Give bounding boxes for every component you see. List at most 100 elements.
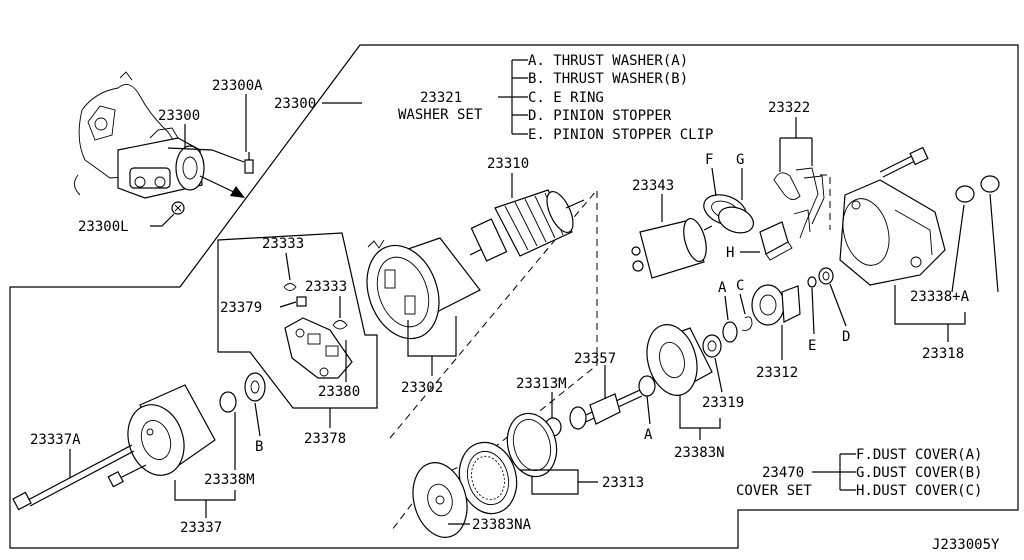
direction-arrow [199, 175, 239, 195]
label-23300: 23300 [158, 108, 200, 124]
label-23383N: 23383N [674, 445, 725, 461]
washer-23319 [702, 334, 722, 358]
through-bolt-23337A [12, 444, 135, 511]
label-23380: 23380 [318, 384, 360, 400]
solenoid-23343 [631, 217, 713, 279]
shift-lever-23322 [773, 167, 831, 239]
washer-item-b: B. THRUST WASHER(B) [528, 71, 688, 87]
letter-F: F [705, 152, 713, 168]
label-23313M: 23313M [516, 376, 567, 392]
label-23318: 23318 [922, 346, 964, 362]
washer-item-c: C. E RING [528, 90, 604, 106]
label-cover-set: COVER SET [736, 483, 812, 499]
washer-set-bracket [498, 59, 528, 135]
label-23338A: 23338+A [910, 289, 970, 305]
leader-washer-B [254, 402, 261, 437]
label-23300L: 23300L [78, 219, 129, 235]
yoke-23302 [366, 237, 481, 340]
leader-E [811, 287, 815, 335]
mount-bolt-23300A [244, 152, 254, 174]
label-23312: 23312 [756, 365, 798, 381]
washer-B [244, 372, 266, 402]
leader-23322 [779, 117, 813, 172]
pinion-shaft-23357 [569, 375, 656, 430]
letter-H: H [726, 245, 734, 261]
label-23343: 23343 [632, 178, 674, 194]
mount-bolt-23300L [171, 201, 185, 215]
label-23321: 23321 [420, 90, 462, 106]
label-23470: 23470 [762, 465, 804, 481]
assembly-frame [9, 44, 1019, 549]
letter-E: E [808, 338, 816, 354]
leader-23313 [520, 469, 598, 495]
letter-D: D [842, 329, 850, 345]
bushing-23338A [955, 185, 975, 203]
leader-D [829, 283, 847, 327]
bolt-front [879, 146, 929, 178]
thrust-washer-A-2 [638, 375, 656, 397]
direction-arrowhead [230, 186, 245, 198]
rear-cover-23337 [127, 384, 216, 476]
washer-item-e: E. PINION STOPPER CLIP [528, 127, 713, 143]
label-23310: 23310 [487, 156, 529, 172]
washer-item-d: D. PINION STOPPER [528, 108, 672, 124]
label-23300-box: 23300 [274, 96, 316, 112]
leader-23333-a [285, 252, 291, 281]
starter-assembly-illustration [117, 127, 205, 199]
thrust-washer-A-1 [722, 321, 738, 343]
label-washer-set: WASHER SET [398, 107, 483, 123]
label-23313: 23313 [602, 475, 644, 491]
cover-item-g: G.DUST COVER(B) [856, 465, 982, 481]
armature-23310 [469, 189, 585, 262]
label-23322: 23322 [768, 100, 810, 116]
leader-23300 [167, 124, 245, 163]
gear-case-23383NA [412, 462, 468, 538]
label-23302: 23302 [401, 380, 443, 396]
label-23333-b: 23333 [305, 279, 347, 295]
leader-23318 [894, 285, 966, 342]
brush-holder-plate [284, 317, 353, 379]
letter-C: C [736, 278, 744, 294]
label-23378: 23378 [304, 431, 346, 447]
leader-23379 [279, 301, 297, 308]
e-ring-C [741, 316, 753, 331]
screw-23337 [107, 464, 147, 488]
letter-B: B [255, 439, 263, 455]
pinion-23312 [751, 284, 801, 326]
dust-cover-G [717, 206, 755, 234]
letter-A2: A [644, 427, 653, 443]
brush-spring-23333-b [332, 320, 348, 330]
leader-23300L [150, 213, 175, 227]
cover-item-f: F.DUST COVER(A) [856, 447, 982, 463]
label-23337A: 23337A [30, 432, 81, 448]
cover-set-bracket [812, 453, 856, 491]
leader-23319 [714, 357, 723, 393]
brush-holder-outline [217, 232, 378, 409]
letter-G: G [736, 152, 744, 168]
diagram-code: J233005Y [932, 537, 1000, 553]
label-23338M: 23338M [204, 472, 255, 488]
leader-C [739, 293, 746, 315]
label-23333-a: 23333 [262, 236, 304, 252]
leader-F [711, 167, 717, 197]
leader-A2 [646, 395, 651, 425]
brush-spring-23333-a [283, 283, 297, 291]
leader-23338A [951, 193, 999, 293]
dust-cover-H [759, 221, 793, 261]
label-23300A: 23300A [212, 78, 263, 94]
washer-item-a: A. THRUST WASHER(A) [528, 53, 688, 69]
label-23337: 23337 [180, 520, 222, 536]
label-23379: 23379 [220, 300, 262, 316]
brush-23379 [296, 296, 307, 307]
label-23319: 23319 [702, 395, 744, 411]
label-23357: 23357 [574, 351, 616, 367]
label-23383NA: 23383NA [472, 517, 532, 533]
stopper-D [818, 267, 834, 285]
center-housing-23383N [646, 324, 713, 396]
front-housing-23318 [839, 179, 946, 286]
washer-23338M [219, 391, 237, 413]
cover-item-h: H.DUST COVER(C) [856, 483, 982, 499]
clip-E [807, 276, 817, 288]
ring-gear-23313-b [458, 441, 518, 515]
